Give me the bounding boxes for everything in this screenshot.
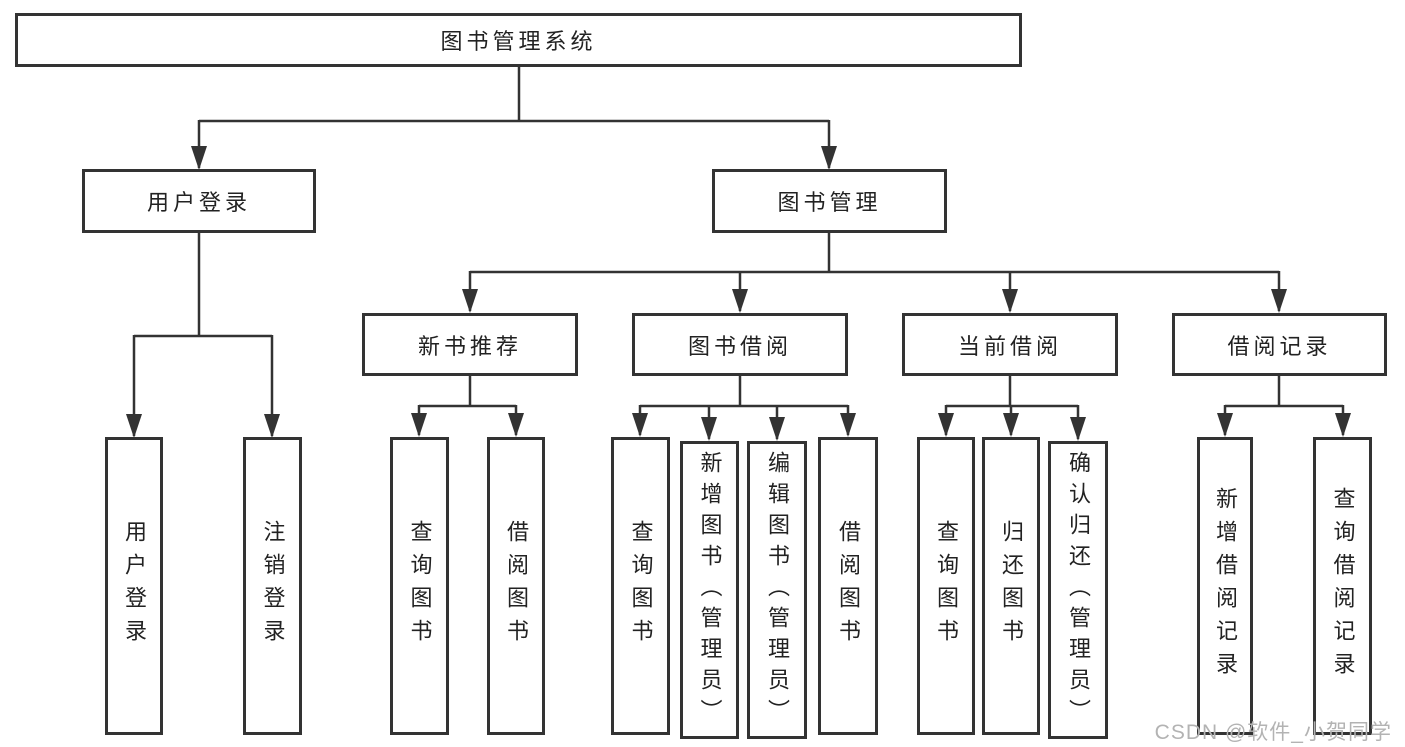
leaf-add-borrow-record: 新增借阅记录 <box>1197 437 1253 735</box>
connector-user-login-branch <box>126 233 280 438</box>
leaf-current-query-books-label: 查询图书 <box>934 520 959 652</box>
leaf-add-borrow-record-label: 新增借阅记录 <box>1213 487 1238 685</box>
csdn-watermark: CSDN @软件_小贺同学 <box>1154 721 1392 744</box>
leaf-borrow-borrow-books-label: 借阅图书 <box>836 520 861 652</box>
leaf-return-books: 归还图书 <box>982 437 1040 735</box>
connector-book-borrow-branch <box>632 376 856 441</box>
connector-new-book-branch <box>411 376 524 437</box>
node-root-system: 图书管理系统 <box>15 13 1022 67</box>
leaf-borrow-query-books-label: 查询图书 <box>628 520 654 652</box>
leaf-query-borrow-record: 查询借阅记录 <box>1313 437 1372 735</box>
connector-root-to-level2 <box>191 66 837 170</box>
leaf-confirm-return-admin: 确认归还（管理员） <box>1048 441 1108 739</box>
leaf-newbook-query-books-label: 查询图书 <box>407 520 433 652</box>
node-borrow-record: 借阅记录 <box>1172 313 1387 376</box>
leaf-borrow-query-books: 查询图书 <box>611 437 670 735</box>
leaf-user-login-label: 用户登录 <box>122 520 147 652</box>
node-current-borrow: 当前借阅 <box>902 313 1118 376</box>
leaf-current-query-books: 查询图书 <box>917 437 975 735</box>
node-user-login: 用户登录 <box>82 169 316 233</box>
node-book-borrow: 图书借阅 <box>632 313 848 376</box>
leaf-return-books-label: 归还图书 <box>999 520 1024 652</box>
leaf-logout-label: 注销登录 <box>260 520 286 652</box>
leaf-confirm-return-admin-label: 确认归还（管理员） <box>1066 450 1091 730</box>
leaf-edit-books-admin-label: 编辑图书（管理员） <box>765 450 790 730</box>
leaf-add-books-admin: 新增图书（管理员） <box>680 441 739 739</box>
leaf-add-books-admin-label: 新增图书（管理员） <box>697 450 723 730</box>
connector-book-management-branch <box>462 233 1287 313</box>
leaf-borrow-borrow-books: 借阅图书 <box>818 437 878 735</box>
connector-borrow-record-branch <box>1217 376 1351 437</box>
leaf-newbook-borrow-books: 借阅图书 <box>487 437 545 735</box>
node-book-management: 图书管理 <box>712 169 947 233</box>
leaf-user-login: 用户登录 <box>105 437 163 735</box>
node-new-book-recommend: 新书推荐 <box>362 313 578 376</box>
leaf-newbook-query-books: 查询图书 <box>390 437 449 735</box>
leaf-query-borrow-record-label: 查询借阅记录 <box>1330 487 1356 685</box>
leaf-logout: 注销登录 <box>243 437 302 735</box>
leaf-newbook-borrow-books-label: 借阅图书 <box>504 520 529 652</box>
leaf-edit-books-admin: 编辑图书（管理员） <box>747 441 807 739</box>
connector-current-borrow-branch <box>938 376 1086 441</box>
